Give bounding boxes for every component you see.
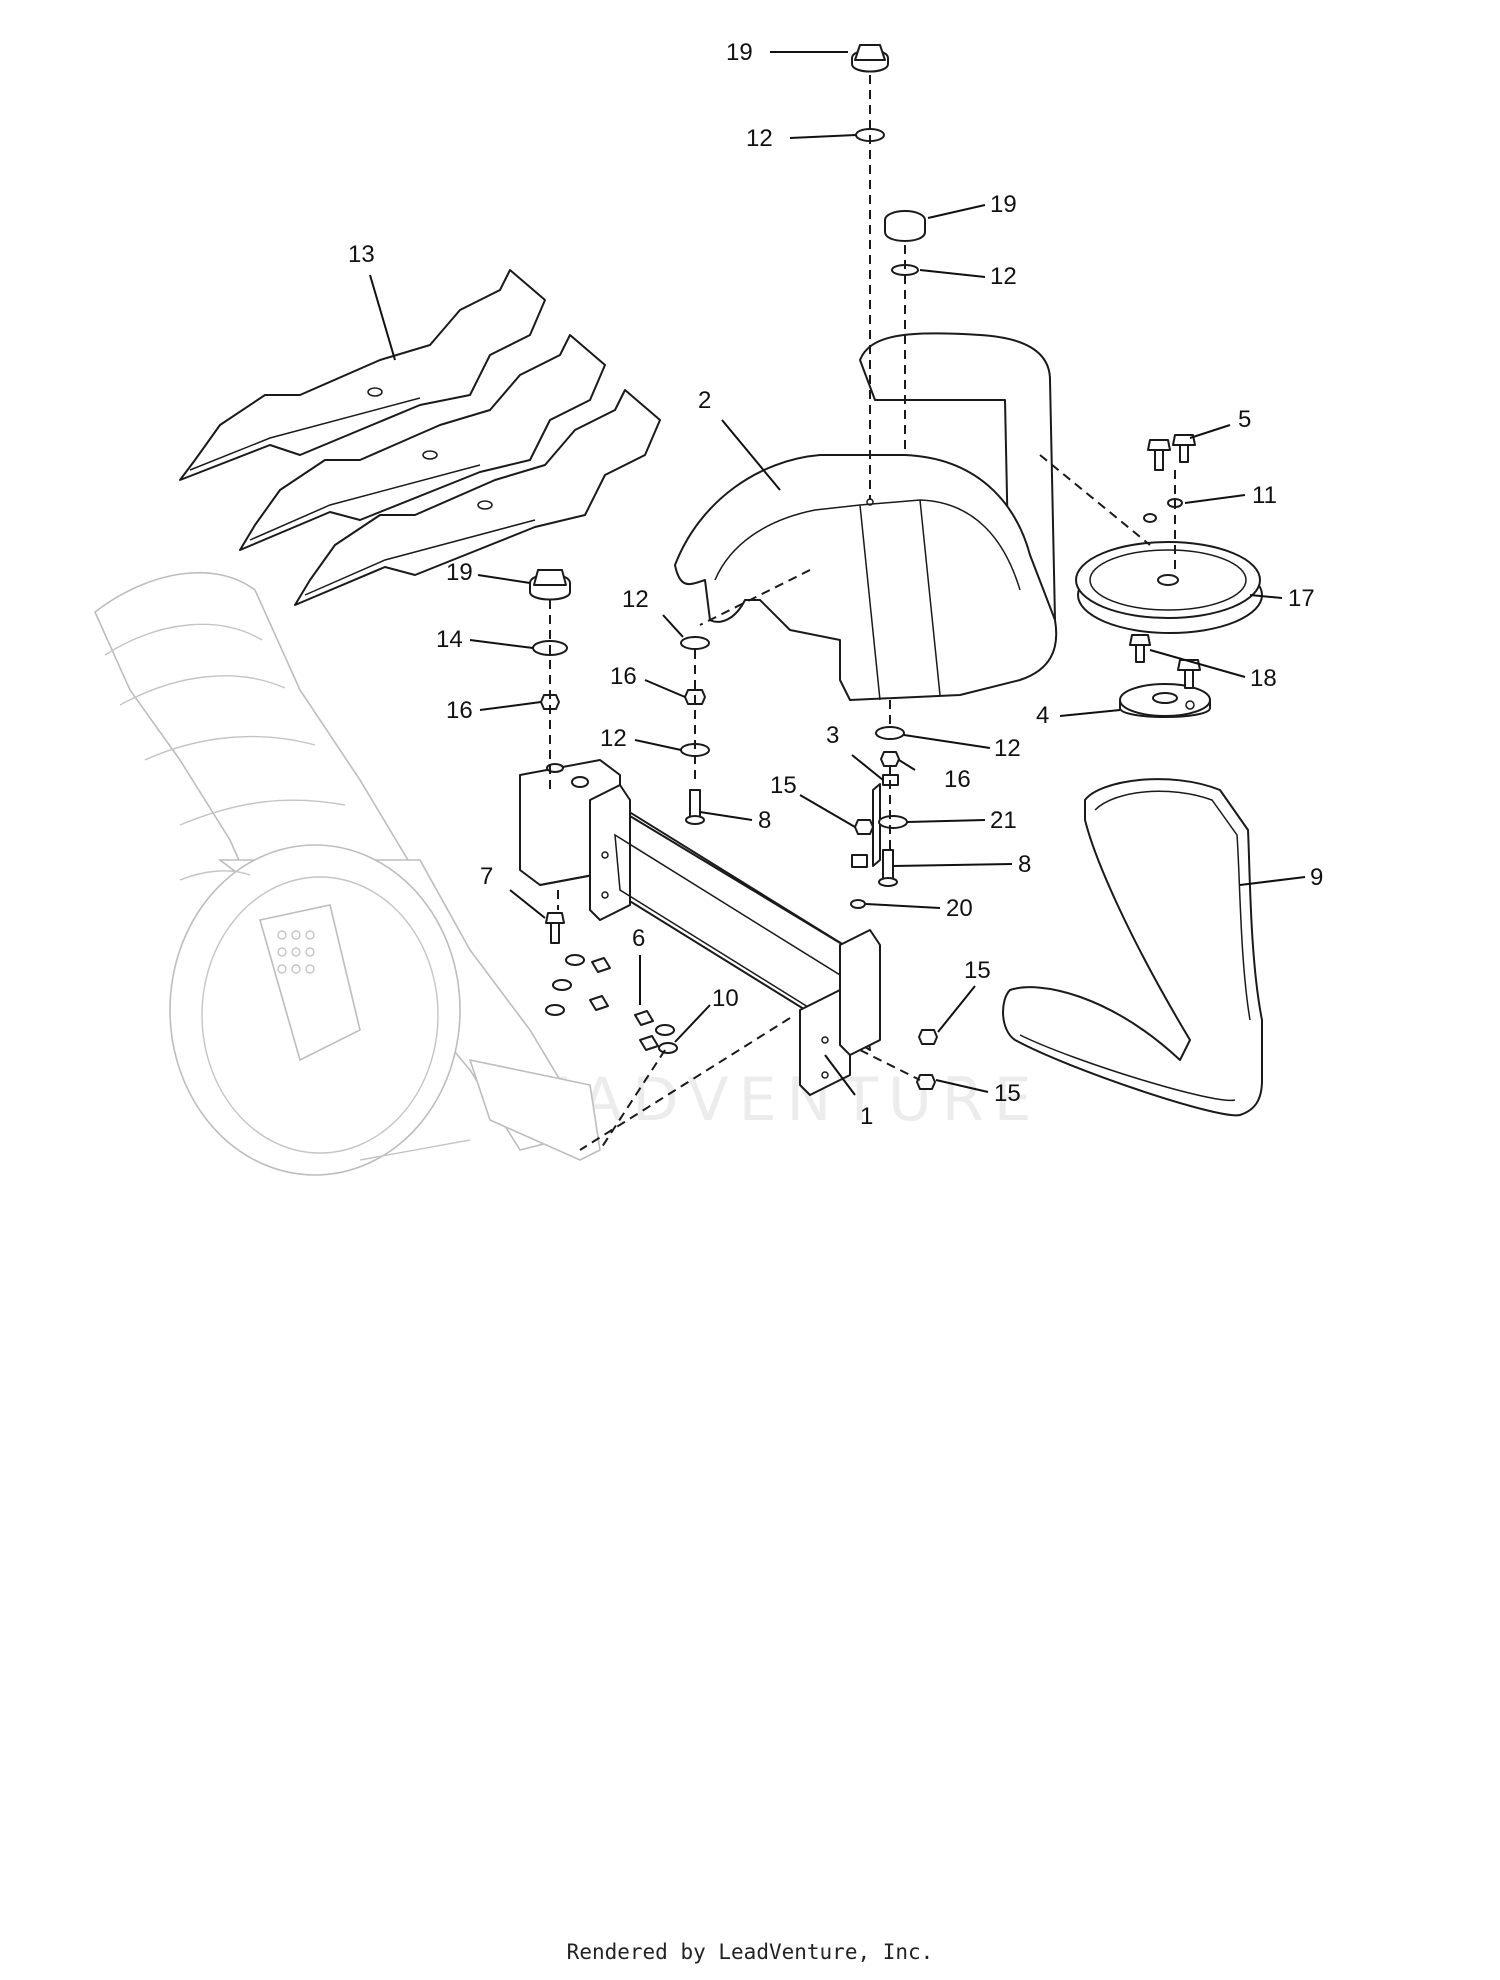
pin-8-right <box>878 849 898 887</box>
callout-7: 7 <box>480 863 493 890</box>
callout-6: 6 <box>632 925 645 952</box>
callout-8-right: 8 <box>1018 851 1031 878</box>
callout-12-top: 12 <box>746 125 773 152</box>
mower-blades <box>179 269 661 606</box>
blower-housing-ghost <box>94 571 601 1176</box>
callout-8-middle: 8 <box>758 807 771 834</box>
callout-1: 1 <box>860 1103 873 1130</box>
washer-20 <box>850 899 866 909</box>
nut-15-middle <box>854 819 874 835</box>
nut-15-lower <box>916 1074 936 1090</box>
callout-12-right: 12 <box>994 735 1021 762</box>
belt-cover <box>674 332 1058 701</box>
frame-collector-1 <box>519 759 881 1096</box>
callout-21: 21 <box>990 807 1017 834</box>
callout-17: 17 <box>1288 585 1315 612</box>
callout-10: 10 <box>712 985 739 1012</box>
pin-8-middle <box>685 789 705 825</box>
callout-19-second: 19 <box>990 191 1017 218</box>
callout-18: 18 <box>1250 665 1277 692</box>
washer-12-middle-upper <box>680 636 710 650</box>
callout-16-right: 16 <box>944 766 971 793</box>
callout-12-upper-middle: 12 <box>622 586 649 613</box>
knob-19-left <box>529 569 571 601</box>
callout-15-upper: 15 <box>964 957 991 984</box>
callout-3: 3 <box>826 722 839 749</box>
nut-15-upper <box>918 1029 938 1045</box>
bolts-6 <box>545 954 675 1036</box>
callout-12-second: 12 <box>990 263 1017 290</box>
knob-19-second <box>884 210 926 242</box>
callout-9: 9 <box>1310 864 1323 891</box>
callout-11: 11 <box>1252 482 1277 509</box>
leader-lines <box>369 51 1306 1096</box>
washer-21 <box>878 815 908 829</box>
callout-5: 5 <box>1238 406 1251 433</box>
callout-13: 13 <box>348 241 375 268</box>
callout-15-middle: 15 <box>770 772 797 799</box>
footer-credit: Rendered by LeadVenture, Inc. <box>566 1940 934 1964</box>
callout-19-left: 19 <box>446 559 473 586</box>
bolt-7 <box>545 912 565 944</box>
callout-labels: 19 12 19 12 13 2 5 11 17 19 12 14 16 16 … <box>348 39 1323 1130</box>
callout-14: 14 <box>436 626 463 653</box>
callout-20: 20 <box>946 895 973 922</box>
spindle-4 <box>1119 683 1211 718</box>
washer-12-right <box>875 726 905 740</box>
nut-16-right <box>880 751 900 767</box>
nut-11-small <box>1143 513 1157 523</box>
washers-10 <box>639 1035 678 1054</box>
callout-2: 2 <box>698 387 711 414</box>
assembly-lines <box>549 75 1176 1151</box>
callout-4: 4 <box>1036 702 1049 729</box>
knob-19-top <box>851 44 889 73</box>
callout-16-left: 16 <box>446 697 473 724</box>
callout-19-top: 19 <box>726 39 753 66</box>
pulley-17 <box>1075 541 1263 634</box>
callout-16-middle: 16 <box>610 663 637 690</box>
callout-15-lower: 15 <box>994 1080 1021 1107</box>
drive-belt-9 <box>1002 778 1263 1117</box>
callout-12-lower-middle: 12 <box>600 725 627 752</box>
bolt-5 <box>1147 434 1196 471</box>
